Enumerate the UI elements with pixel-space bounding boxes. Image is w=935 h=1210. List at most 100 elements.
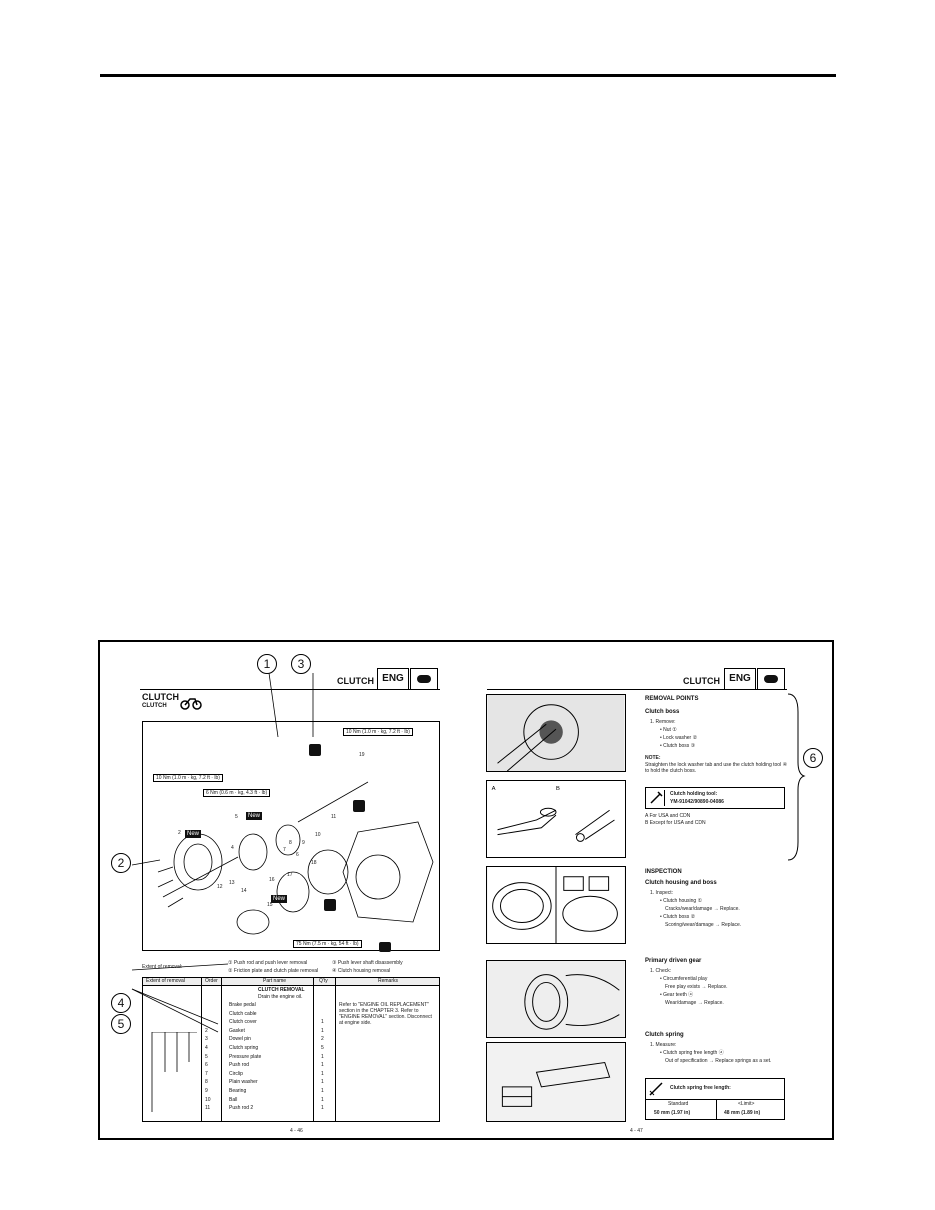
svg-text:A: A	[492, 786, 496, 792]
part-number: 11	[331, 814, 337, 820]
page-top-rule	[100, 74, 836, 77]
table-title: CLUTCH REMOVAL	[258, 987, 305, 993]
row-qty: 1	[321, 1096, 324, 1103]
remove-item-2: • Lock washer ②	[660, 735, 698, 741]
check-step: 1. Check:	[650, 968, 672, 974]
housing-item-3: • Clutch boss ②	[660, 914, 696, 920]
inspect-step: 1. Inspect:	[650, 890, 674, 896]
spec-col-divider	[716, 1099, 717, 1119]
row-order: 10	[205, 1096, 211, 1103]
tool-icon	[648, 790, 665, 806]
note-3: ③ Push lever shaft disassembly	[332, 960, 403, 966]
table-header-row: Extent of removal Order Part name Q'ty R…	[143, 978, 439, 986]
housing-item-1: • Clutch housing ①	[660, 898, 703, 904]
housing-boss-heading: Clutch housing and boss	[645, 880, 717, 886]
tool-spec-box: Clutch holding tool: YM-91042/90890-0408…	[645, 787, 785, 809]
spring-measure-photo	[486, 1042, 626, 1122]
part-number: 17	[287, 872, 293, 878]
housing-item-2: Cracks/wear/damage → Replace.	[665, 906, 740, 912]
row-part-name: Plain washer	[229, 1079, 258, 1086]
spec-std-value: 50 mm (1.97 in)	[654, 1110, 691, 1116]
col-extent: Extent of removal	[146, 978, 185, 984]
part-number: 2	[178, 830, 181, 836]
row-qty: 1	[321, 1027, 324, 1034]
measure-icon	[648, 1081, 664, 1097]
part-number: 8	[289, 840, 292, 846]
row-order: 11	[205, 1105, 211, 1112]
callout-4: 4	[111, 993, 131, 1013]
part-number: 15	[267, 902, 273, 908]
part-number: 10	[315, 832, 321, 838]
callout-5: 5	[111, 1014, 131, 1034]
torque-spec-2: 10 Nm (1.0 m · kg, 7.2 ft · lb)	[153, 774, 223, 782]
remove-item-1: • Nut ①	[660, 727, 677, 733]
torque-spec-1: 10 Nm (1.0 m · kg, 7.2 ft · lb)	[343, 728, 413, 736]
inspection-heading: INSPECTION	[645, 869, 682, 875]
note-4: ④ Clutch housing removal	[332, 968, 391, 974]
row-part-name: Pressure plate	[229, 1053, 262, 1060]
new-tag-lockwasher: New	[271, 895, 288, 903]
part-number: 7	[283, 847, 286, 853]
part-number: 14	[241, 888, 247, 894]
row-qty: 5	[321, 1045, 324, 1051]
row-qty: 1	[321, 1070, 324, 1077]
row-part-name: Clutch spring	[229, 1045, 259, 1051]
table-drain-row: Drain the engine oil.	[143, 994, 439, 1001]
right-page-number: 4 - 47	[630, 1128, 643, 1134]
new-tag-washer: New	[246, 812, 263, 820]
row-order: 9	[205, 1088, 208, 1094]
row-part-name: Push rod	[229, 1062, 250, 1069]
row-part-name: Brake pedal	[229, 1002, 256, 1008]
row-qty: 1	[321, 1062, 324, 1069]
spec-title: Clutch spring free length:	[670, 1085, 731, 1091]
callout-3: 3	[291, 654, 311, 674]
remove-step: 1. Remove:	[650, 719, 676, 725]
part-number: 19	[359, 752, 365, 758]
table-divider	[221, 978, 222, 1121]
right-page-header: CLUTCH	[683, 676, 720, 686]
tool-number: YM-91042/90890-04086	[670, 799, 724, 805]
callout-6: 6	[803, 748, 823, 768]
part-number: 13	[229, 880, 235, 886]
row-order: 5	[205, 1053, 208, 1060]
part-number: 16	[269, 877, 275, 883]
removal-points-heading: REMOVAL POINTS	[645, 696, 699, 702]
spec-lim-label: <Limit>	[738, 1101, 755, 1107]
left-page-header: CLUTCH	[337, 676, 374, 686]
motorcycle-icon	[180, 694, 202, 710]
spec-divider	[646, 1099, 784, 1100]
note-1: ① Push rod and push lever removal	[228, 960, 308, 966]
drain-text: Drain the engine oil.	[258, 994, 303, 1000]
primary-gear-heading: Primary driven gear	[645, 958, 702, 964]
tool-note-b: B Except for USA and CDN	[645, 820, 706, 826]
spec-lim-value: 48 mm (1.89 in)	[724, 1110, 761, 1116]
part-number: 5	[235, 814, 238, 820]
row-part-name: Circlip	[229, 1070, 243, 1077]
tool-title: Clutch holding tool:	[670, 791, 718, 797]
row-part-name: Clutch cover	[229, 1019, 257, 1026]
left-page-number: 4 - 46	[290, 1128, 303, 1134]
row-part-name: Dowel pin	[229, 1036, 251, 1043]
manual-spread-frame: CLUTCH ENG CLUTCH CLUTCH	[98, 640, 834, 1140]
remove-item-3: • Clutch boss ③	[660, 743, 696, 749]
spring-spec-box: Clutch spring free length: Standard <Lim…	[645, 1078, 785, 1120]
left-section-title: CLUTCH	[142, 692, 179, 702]
table-title-row: CLUTCH REMOVAL	[143, 987, 439, 994]
extent-bracket-lines	[151, 1032, 197, 1112]
row-qty: 1	[321, 1105, 324, 1112]
table-divider	[335, 978, 336, 1121]
row-qty: 1	[321, 1079, 324, 1086]
note-text: Straighten the lock washer tab and use t…	[645, 762, 788, 774]
new-tag-gasket: New	[185, 830, 202, 838]
